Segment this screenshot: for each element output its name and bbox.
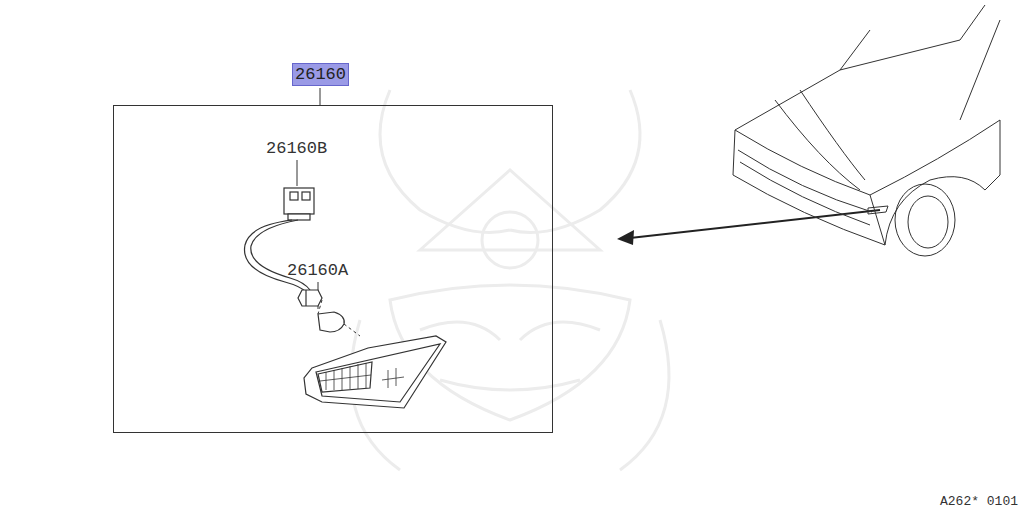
watermark (351, 90, 669, 470)
part-number-heading: 26160 (292, 63, 349, 86)
side-marker-lens (304, 336, 446, 408)
wire-harness (245, 220, 311, 292)
car (733, 5, 1000, 256)
bulb (318, 312, 344, 332)
callout-number: 26160A (287, 261, 348, 280)
parts-frame: 26160 (113, 63, 553, 433)
figure-code: A262* 0101 (940, 494, 1018, 509)
callout-number: 26160B (266, 139, 327, 158)
bulb-socket (298, 290, 322, 306)
connector (284, 188, 314, 220)
